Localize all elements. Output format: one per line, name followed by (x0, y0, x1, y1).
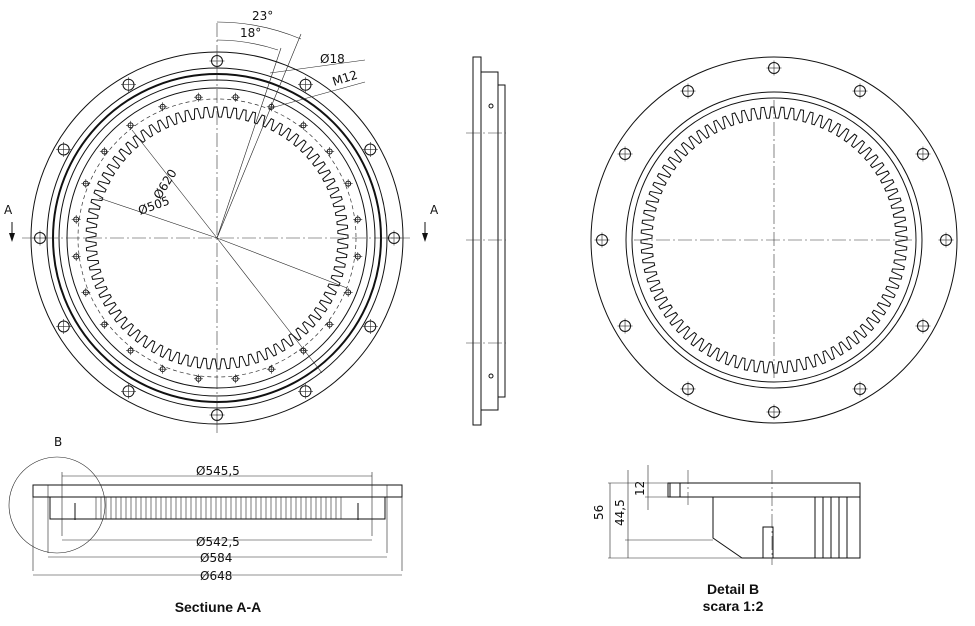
detail-b-circle (8, 456, 106, 554)
angle-arc-18 (216, 39, 279, 51)
side-view (466, 56, 506, 426)
leader (216, 237, 348, 289)
angle-line-23 (216, 33, 302, 239)
rear-view (590, 56, 958, 424)
screw (488, 103, 494, 109)
detail-title: Detail B (707, 581, 759, 597)
section-mark-right: A (430, 203, 439, 217)
leader (216, 237, 323, 374)
ring (625, 91, 923, 389)
leader-18 (269, 59, 366, 74)
screw (488, 373, 494, 379)
detail-view (608, 465, 861, 565)
outer-flange (590, 56, 958, 424)
angle-arc-23 (216, 21, 302, 40)
leader-m12 (270, 81, 366, 109)
arrow-head (9, 233, 15, 242)
section-title: Sectiune A-A (175, 599, 262, 615)
leader-620 (131, 129, 218, 239)
angle-line-18 (216, 47, 282, 239)
body (480, 71, 499, 411)
hole-diameter-label: Ø18 (320, 52, 345, 66)
dia-584-label: Ø584 (200, 551, 232, 565)
dia-648-label: Ø648 (200, 569, 232, 583)
dim-12-label: 12 (633, 481, 647, 496)
gear-teeth (85, 106, 349, 370)
body-section (49, 496, 386, 520)
arrow-head (422, 233, 428, 242)
thread-label: M12 (331, 68, 360, 89)
gear-edge (497, 84, 506, 398)
dia-505-label: Ø505 (136, 194, 171, 218)
detail-scale: scara 1:2 (703, 598, 764, 614)
dim-44-label: 44,5 (613, 499, 627, 526)
leader-505 (98, 197, 218, 239)
dim-56-label: 56 (592, 505, 606, 520)
flange-section (32, 484, 403, 498)
detail-mark: B (54, 435, 62, 449)
front-view (9, 21, 428, 433)
bolt-detail (762, 526, 774, 559)
dia-545-label: Ø545,5 (196, 464, 240, 478)
angle-18-label: 18° (240, 26, 261, 40)
ring (631, 97, 917, 383)
section-mark-left: A (4, 203, 13, 217)
angle-23-label: 23° (252, 9, 273, 23)
flange-edge (472, 56, 482, 426)
dia-542-label: Ø542,5 (196, 535, 240, 549)
body-detail (712, 497, 861, 559)
section-view (8, 456, 403, 576)
flange-end (669, 482, 681, 498)
flange-detail (667, 482, 861, 498)
